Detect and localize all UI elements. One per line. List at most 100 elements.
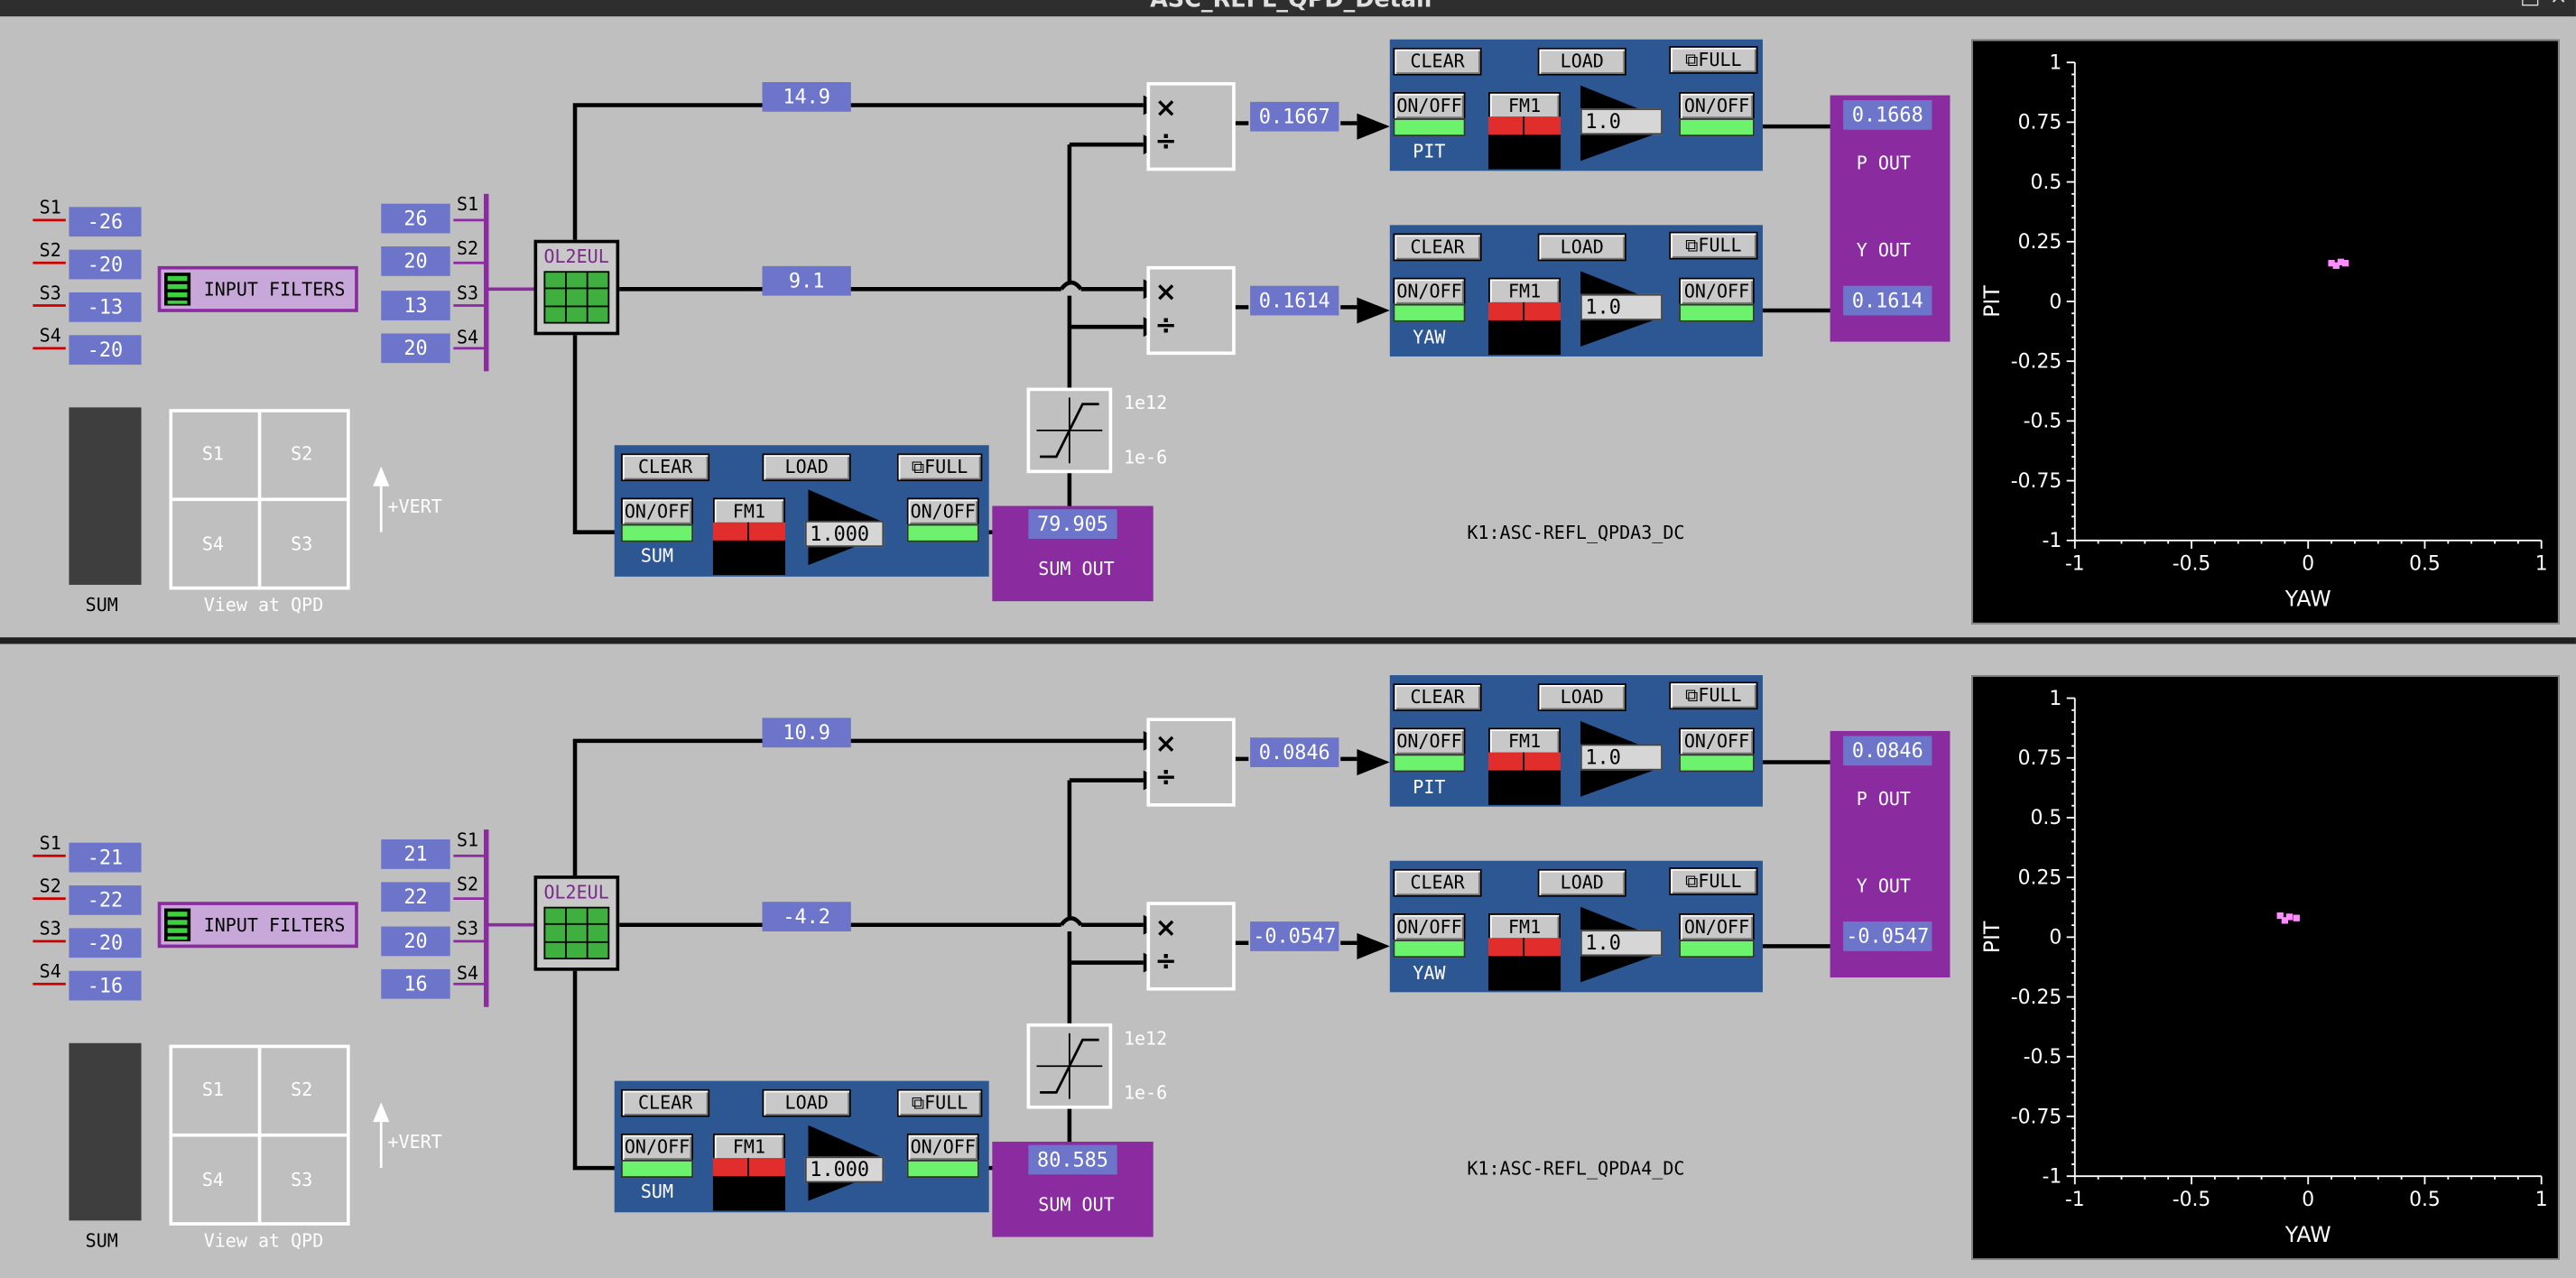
channel-name: K1:ASC-REFL_QPDA3_DC	[1467, 522, 1685, 544]
sum-output-onoff-button[interactable]: ON/OFF	[906, 1133, 979, 1162]
raw-segment-s1: -26	[69, 207, 142, 237]
yaw-load-button[interactable]: LOAD	[1537, 233, 1626, 262]
yaw-fm1-button[interactable]: FM1	[1488, 912, 1561, 941]
qpd-view: S1 S2 S4 S3	[169, 409, 350, 590]
scope-x-tick-label: 0.5	[2409, 1189, 2441, 1211]
qpd-quadrant-s2: S2	[291, 443, 313, 466]
yaw-full-button[interactable]: ⧉FULL	[1669, 231, 1758, 260]
bus-label-s4: S4	[456, 327, 479, 348]
vert-label: +VERT	[387, 1132, 442, 1153]
bus-label-s3: S3	[456, 282, 479, 304]
scope-y-axis-label: PIT	[1979, 921, 2005, 953]
sum-input-onoff-button[interactable]: ON/OFF	[620, 497, 694, 526]
seg-label-s1: S1	[39, 832, 61, 855]
scope-x-tick-label: 0	[2302, 1189, 2314, 1211]
bus-label-s1: S1	[456, 829, 479, 851]
seg-label-s1: S1	[39, 197, 61, 219]
yaw-output-led	[1679, 303, 1755, 322]
input-filters-button[interactable]: INPUT FILTERS	[157, 902, 358, 949]
filtered-segment-s3: 13	[381, 291, 450, 320]
ol2eul-matrix-button[interactable]: OL2EUL	[533, 875, 620, 971]
sum-gain-input[interactable]: 1.000	[804, 1156, 885, 1183]
yaw-gain-input[interactable]: 1.0	[1580, 293, 1663, 320]
pit-output-onoff-button[interactable]: ON/OFF	[1679, 91, 1755, 120]
pit-full-button[interactable]: ⧉FULL	[1669, 681, 1758, 710]
pit-clear-button[interactable]: CLEAR	[1393, 683, 1482, 712]
divide-icon: ÷	[1154, 944, 1177, 977]
input-filters-button[interactable]: INPUT FILTERS	[157, 265, 358, 312]
pit-full-button[interactable]: ⧉FULL	[1669, 45, 1758, 74]
raw-segment-s4: -16	[69, 970, 142, 1001]
sum-input-led	[620, 523, 694, 542]
qpd-quadrant-s3: S3	[291, 1169, 313, 1191]
sum-clear-button[interactable]: CLEAR	[620, 1088, 710, 1117]
pit-output-onoff-button[interactable]: ON/OFF	[1679, 727, 1755, 756]
scope-y-tick-label: 0	[2049, 291, 2062, 313]
sum-gain-input[interactable]: 1.000	[804, 520, 885, 548]
limiter-block[interactable]	[1026, 387, 1113, 474]
y-out-label: Y OUT	[1856, 875, 1912, 897]
pit-gain-input[interactable]: 1.0	[1580, 108, 1663, 135]
scope-y-axis-label: PIT	[1979, 285, 2005, 318]
sum-input-onoff-button[interactable]: ON/OFF	[620, 1133, 694, 1162]
sum-bar-label: SUM	[85, 594, 118, 616]
qpd-quadrant-s1: S1	[201, 1079, 224, 1101]
yaw-divider-block: × ÷	[1146, 265, 1236, 356]
scope-point	[2337, 258, 2345, 265]
pit-input-onoff-button[interactable]: ON/OFF	[1393, 727, 1466, 756]
y-out-value: -0.0547	[1843, 921, 1932, 951]
yaw-fm1-status	[1488, 938, 1561, 991]
scope-y-tick-label: 0	[2049, 927, 2062, 949]
yaw-input-onoff-button[interactable]: ON/OFF	[1393, 912, 1466, 941]
ol2eul-matrix-button[interactable]: OL2EUL	[533, 239, 620, 336]
pit-gain-input[interactable]: 1.0	[1580, 744, 1663, 771]
sum-full-button[interactable]: ⧉FULL	[896, 1088, 983, 1117]
sum-clear-button[interactable]: CLEAR	[620, 453, 710, 482]
pit-fm1-button[interactable]: FM1	[1488, 91, 1561, 120]
yaw-input-onoff-button[interactable]: ON/OFF	[1393, 277, 1466, 306]
yaw-fm1-button[interactable]: FM1	[1488, 277, 1561, 306]
scope-y-tick-label: -0.5	[2024, 1046, 2062, 1069]
yaw-clear-button[interactable]: CLEAR	[1393, 233, 1482, 262]
yaw-gain-input[interactable]: 1.0	[1580, 930, 1663, 957]
yaw-clear-button[interactable]: CLEAR	[1393, 868, 1482, 897]
sum-output-onoff-button[interactable]: ON/OFF	[906, 497, 979, 526]
raw-segment-s1: -21	[69, 842, 142, 873]
yaw-load-button[interactable]: LOAD	[1537, 868, 1626, 897]
yaw-output-onoff-button[interactable]: ON/OFF	[1679, 912, 1755, 941]
sum-fm1-button[interactable]: FM1	[712, 497, 786, 526]
pit-load-button[interactable]: LOAD	[1537, 683, 1626, 712]
pit-norm-value: 0.1667	[1250, 101, 1339, 132]
pit-load-button[interactable]: LOAD	[1537, 47, 1626, 76]
sum-load-button[interactable]: LOAD	[762, 453, 851, 482]
scope-y-tick-label: -0.25	[2011, 350, 2062, 373]
seg-label-s3: S3	[39, 282, 61, 304]
sum-load-button[interactable]: LOAD	[762, 1088, 851, 1117]
limiter-block[interactable]	[1026, 1023, 1113, 1109]
p-out-value: 0.1668	[1843, 100, 1932, 130]
yaw-full-button[interactable]: ⧉FULL	[1669, 867, 1758, 895]
vert-label: +VERT	[387, 495, 442, 518]
yaw-output-onoff-button[interactable]: ON/OFF	[1679, 277, 1755, 306]
close-icon[interactable]: ×	[2550, 0, 2568, 10]
limiter-high: 1e12	[1123, 1028, 1168, 1051]
sum-fm1-status	[712, 522, 786, 576]
ol2eul-label: OL2EUL	[543, 246, 609, 268]
minimize-icon[interactable]: –	[2488, 0, 2498, 10]
pit-clear-button[interactable]: CLEAR	[1393, 47, 1482, 76]
window-titlebar[interactable]: ASC_REFL_QPD_Detail – □ ×	[0, 0, 2576, 17]
yaw-norm-value: -0.0547	[1250, 921, 1339, 951]
scope-y-tick-label: -0.25	[2011, 986, 2062, 1009]
filtered-segment-s4: 16	[381, 968, 450, 999]
sum-full-button[interactable]: ⧉FULL	[896, 453, 983, 482]
bus-label-s2: S2	[456, 237, 479, 260]
maximize-icon[interactable]: □	[2520, 0, 2540, 10]
sum-fm1-button[interactable]: FM1	[712, 1133, 786, 1162]
pit-fm1-button[interactable]: FM1	[1488, 727, 1561, 756]
input-filters-label: INPUT FILTERS	[203, 279, 346, 301]
view-at-qpd-label: View at QPD	[203, 1230, 324, 1252]
divide-icon: ÷	[1154, 125, 1177, 156]
pit-input-onoff-button[interactable]: ON/OFF	[1393, 91, 1466, 120]
y-out-label: Y OUT	[1856, 239, 1912, 262]
